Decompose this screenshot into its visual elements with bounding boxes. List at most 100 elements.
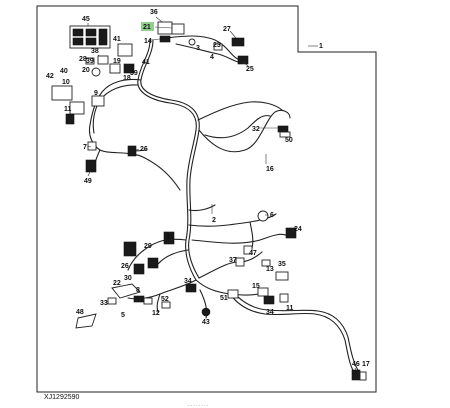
- connector-31: [163, 231, 175, 245]
- connector-46: [351, 369, 361, 381]
- callout-36: 36: [150, 9, 158, 16]
- assembly-number: 1: [319, 43, 323, 50]
- callout-42: 42: [46, 73, 54, 80]
- callout-46: 46: [352, 361, 360, 368]
- callout-10: 10: [62, 79, 70, 86]
- grommet-43: [201, 307, 211, 317]
- connector-17: [359, 371, 367, 381]
- callout-9: 9: [94, 90, 98, 97]
- bracket-22: [111, 283, 141, 299]
- callout-45: 45: [82, 16, 90, 23]
- callout-6: 6: [270, 212, 274, 219]
- callout-15: 15: [252, 283, 260, 290]
- connector-47: [243, 245, 253, 255]
- callout-52: 52: [161, 296, 169, 303]
- connector-32: [277, 125, 289, 133]
- components: [51, 21, 367, 381]
- connector-24: [285, 227, 297, 239]
- connector-25: [237, 55, 249, 65]
- connector-26: [127, 145, 137, 157]
- connector-49: [85, 159, 97, 173]
- callout-25: 25: [246, 66, 254, 73]
- connector-33: [107, 297, 117, 305]
- callout-48: 48: [76, 309, 84, 316]
- callout-39b: 39: [86, 58, 94, 65]
- connector-40: [109, 63, 121, 74]
- callout-22: 22: [113, 280, 121, 287]
- callout-4: 4: [210, 54, 214, 61]
- callout-18: 18: [123, 75, 131, 82]
- callout-31: 31: [166, 234, 174, 241]
- callout-24: 24: [294, 226, 302, 233]
- callout-26b: 26: [121, 263, 129, 270]
- connector-28: [85, 57, 95, 65]
- connector-8: [133, 295, 145, 303]
- callout-12: 12: [152, 310, 160, 317]
- connector-37: [235, 257, 245, 267]
- connector-12: [161, 301, 171, 309]
- callout-11b: 11: [286, 305, 294, 312]
- connector-50: [279, 131, 291, 138]
- callout-39: 39: [130, 70, 138, 77]
- callout-11: 11: [64, 106, 72, 113]
- footer-text: ........: [188, 402, 209, 408]
- callout-29: 29: [144, 243, 152, 250]
- callout-5: 5: [121, 312, 125, 319]
- callout-19: 19: [113, 58, 121, 65]
- connector-11b: [279, 293, 289, 303]
- leader-lines: [87, 16, 357, 371]
- callout-41b: 41: [142, 59, 150, 66]
- callout-41: 41: [113, 36, 121, 43]
- connector-38: [97, 55, 109, 65]
- connector-14: [159, 35, 171, 43]
- callout-labels: 45 36 21 14 27 38 41 23 3 4 28 20 40 19 …: [46, 9, 370, 368]
- connector-42: [51, 85, 73, 101]
- callout-21-highlight: [141, 22, 154, 31]
- callout-34: 34: [184, 278, 192, 285]
- callout-50: 50: [285, 137, 293, 144]
- callout-14: 14: [144, 38, 152, 45]
- callout-34b: 34: [266, 309, 274, 316]
- connector-10: [91, 95, 105, 107]
- connector-26b: [133, 263, 145, 275]
- connector-15: [257, 287, 269, 297]
- callout-16: 16: [266, 166, 274, 173]
- callout-47: 47: [249, 250, 257, 257]
- connector-23: [213, 43, 223, 51]
- callout-21: 21: [143, 24, 151, 31]
- callout-20: 20: [82, 67, 90, 74]
- bracket-48: [75, 313, 97, 329]
- callout-32: 32: [252, 126, 260, 133]
- connector-41: [117, 43, 133, 57]
- callout-13: 13: [266, 266, 274, 273]
- callout-35: 35: [278, 261, 286, 268]
- callout-23: 23: [213, 42, 221, 49]
- connector-34b: [263, 295, 275, 305]
- fuse-legend-45: [69, 25, 111, 49]
- harness-routes: [88, 35, 361, 376]
- callout-38: 38: [91, 48, 99, 55]
- grommet-20: [91, 67, 101, 77]
- figure-reference: XJ1292590: [44, 394, 80, 401]
- connector-52: [143, 297, 153, 305]
- connector-27: [231, 37, 245, 47]
- relay-21: [171, 23, 185, 35]
- connector-51: [227, 289, 239, 299]
- callout-7: 7: [83, 144, 87, 151]
- callout-30: 30: [124, 275, 132, 282]
- connector-9: [69, 101, 85, 115]
- callout-17: 17: [362, 361, 370, 368]
- connector-11: [65, 113, 75, 125]
- grommet-6: [257, 210, 269, 222]
- callout-51: 51: [220, 295, 228, 302]
- assembly-frame: [36, 5, 377, 393]
- connector-29: [123, 241, 137, 257]
- grommet-3: [188, 38, 196, 46]
- callout-49: 49: [84, 178, 92, 185]
- connector-13: [261, 259, 271, 267]
- callout-26: 26: [140, 146, 148, 153]
- relay-19: [123, 63, 135, 74]
- callout-2: 2: [212, 217, 216, 224]
- connector-35: [275, 271, 289, 281]
